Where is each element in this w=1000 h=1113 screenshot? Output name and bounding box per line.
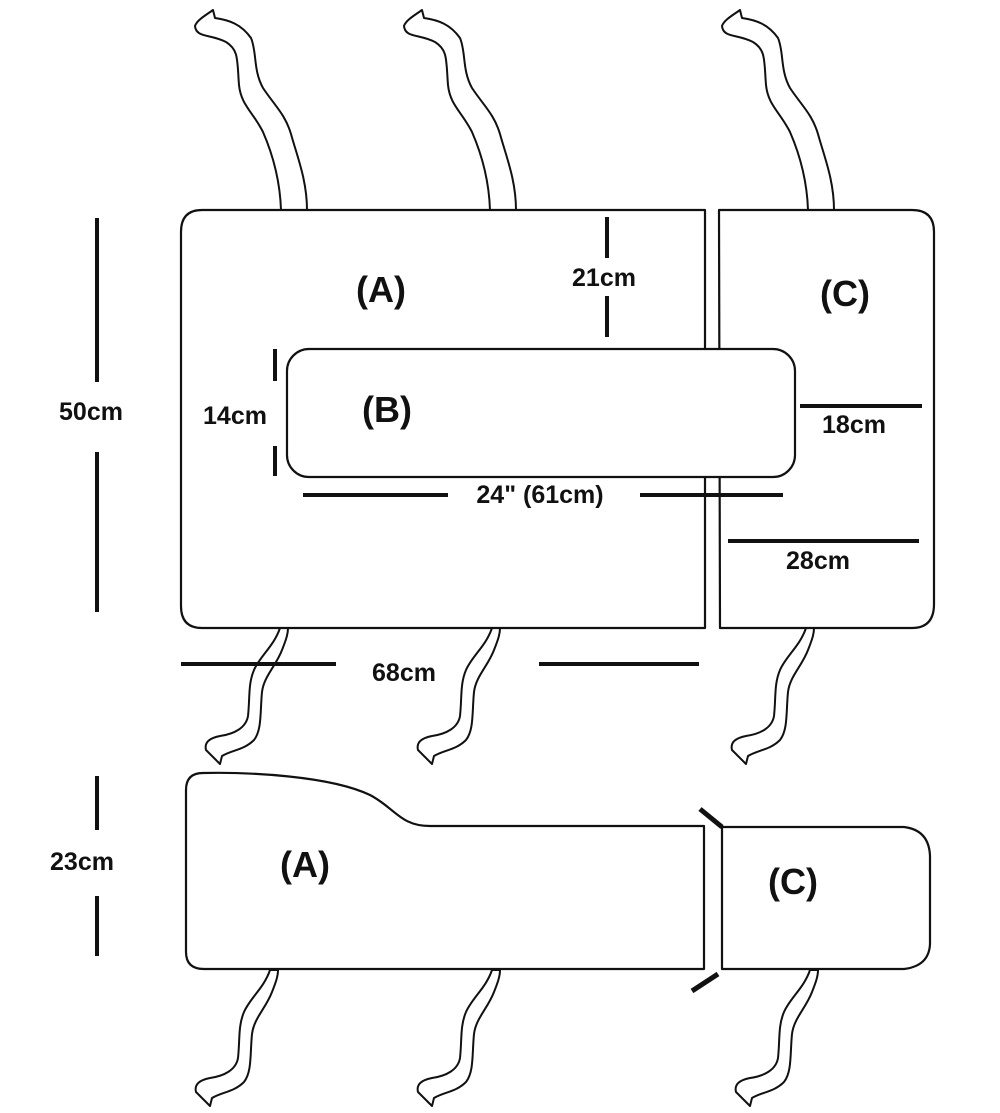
side-panel-c-label: (C) xyxy=(768,861,818,902)
tie-strap xyxy=(416,969,501,1107)
panel-b-width-label: 24" (61cm) xyxy=(476,481,603,509)
panel-b-height-label: 14cm xyxy=(203,402,267,430)
panel-c-top-width-label: 18cm xyxy=(822,411,886,439)
panel-a-label: (A) xyxy=(356,269,406,310)
panel-c-label: (C) xyxy=(820,273,870,314)
side-panel-a-label: (A) xyxy=(280,844,330,885)
panel-c-bottom-width-label: 28cm xyxy=(786,547,850,575)
tie-strap xyxy=(204,627,289,765)
top-bottom-straps xyxy=(204,627,815,765)
panel-a-side xyxy=(184,771,706,971)
hinge-mark xyxy=(698,807,724,829)
tie-strap xyxy=(416,627,501,765)
panel-c-side xyxy=(720,825,932,971)
panel-b-top xyxy=(285,347,797,479)
side-straps xyxy=(194,969,819,1107)
top-straps xyxy=(194,9,835,211)
tie-strap xyxy=(194,969,279,1107)
panel-a-width-label: 68cm xyxy=(372,659,436,687)
panel-c-top xyxy=(717,208,936,630)
hinge-mark xyxy=(690,971,720,994)
side-height-label: 23cm xyxy=(50,848,114,876)
tie-strap xyxy=(730,627,815,765)
panel-a-gap-label: 21cm xyxy=(572,264,636,292)
tie-strap xyxy=(194,9,308,211)
tie-strap xyxy=(403,9,517,211)
panel-b-label: (B) xyxy=(362,389,412,430)
tie-strap xyxy=(721,9,835,211)
overall-height-label: 50cm xyxy=(59,398,123,426)
tie-strap xyxy=(734,969,819,1107)
